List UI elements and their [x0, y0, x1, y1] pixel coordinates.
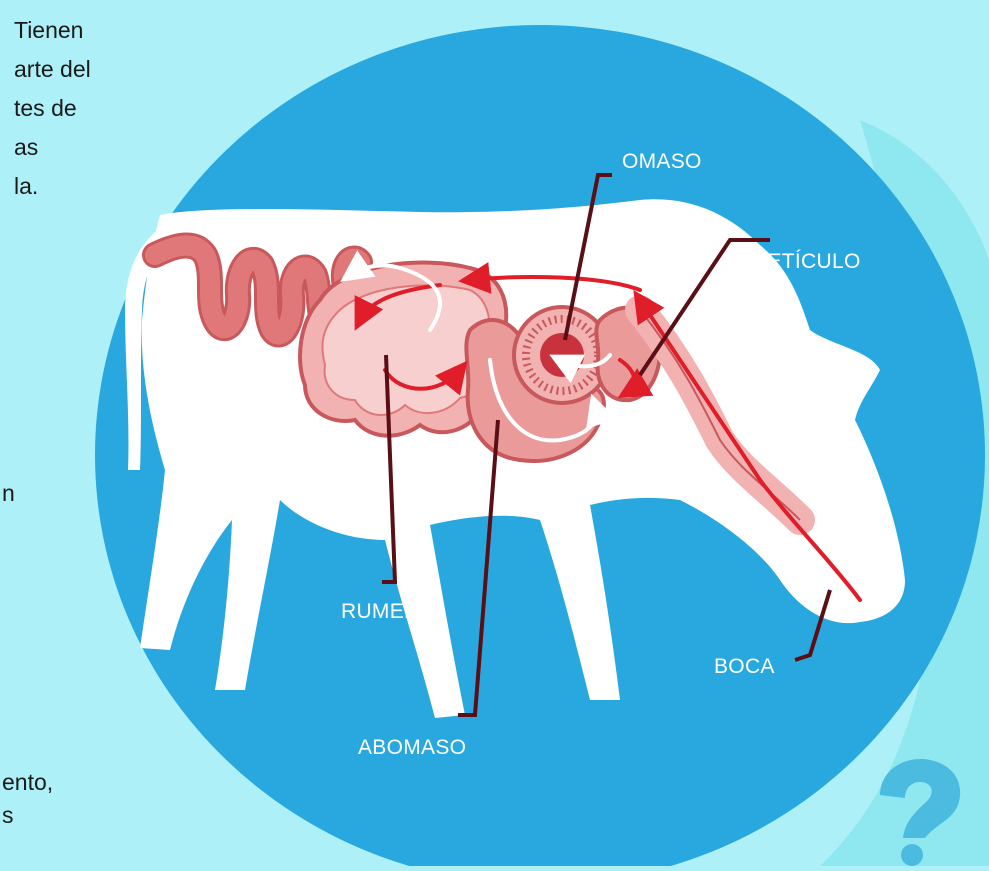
- side-text-line-2: arte del: [14, 54, 91, 84]
- side-text-line-6: n: [2, 478, 15, 508]
- side-text-line-4: as: [14, 132, 38, 162]
- side-text-line-3: tes de: [14, 93, 77, 123]
- side-text-line-8: s: [2, 800, 14, 830]
- label-rumen: RUMEN: [341, 600, 420, 624]
- label-omaso: OMASO: [622, 150, 702, 174]
- label-boca: BOCA: [714, 655, 775, 679]
- label-reticulo: RETÍCULO: [752, 250, 861, 274]
- side-text-line-1: Tienen: [14, 15, 83, 45]
- label-abomaso: ABOMASO: [358, 736, 466, 760]
- side-text-line-5: la.: [14, 171, 38, 201]
- side-text-line-7: ento,: [2, 767, 53, 797]
- omaso-organ: [514, 307, 610, 403]
